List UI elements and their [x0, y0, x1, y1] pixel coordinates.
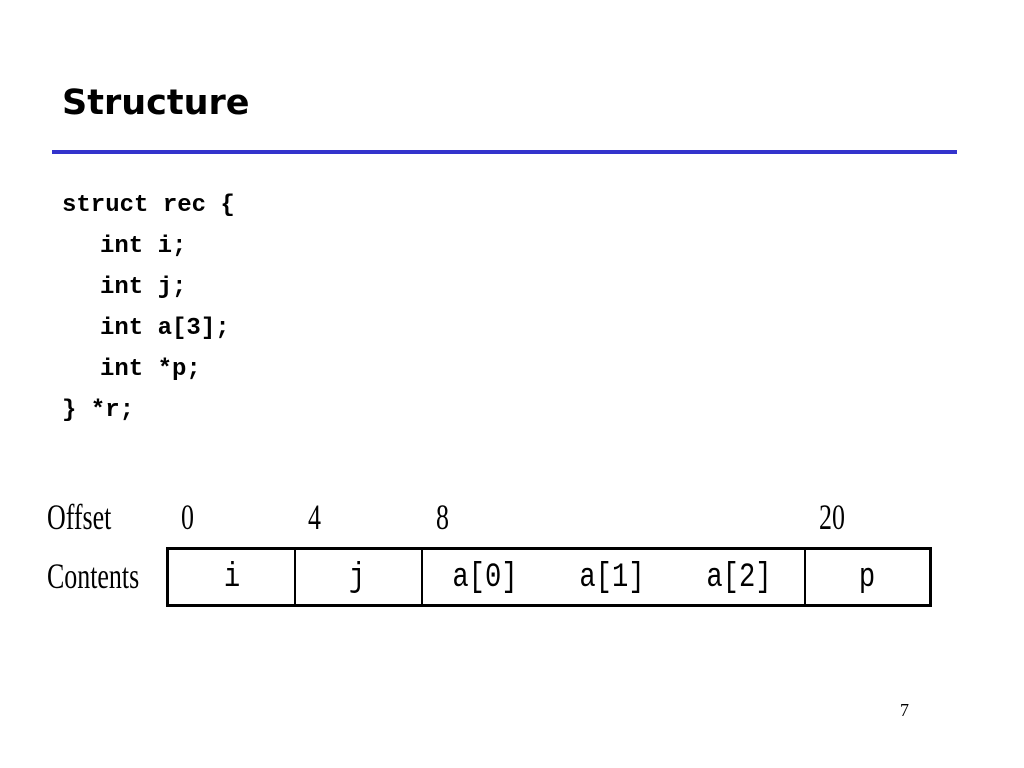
offset-value: 0	[181, 497, 194, 537]
cell-divider	[294, 550, 296, 604]
cell-divider	[421, 550, 423, 604]
cell-p: p	[858, 559, 876, 597]
code-line: int j;	[100, 274, 187, 301]
cell-a2: a[2]	[706, 559, 772, 597]
offset-value: 8	[436, 497, 449, 537]
code-line: int a[3];	[100, 315, 230, 342]
title-rule	[52, 150, 957, 154]
code-line: int *p;	[100, 356, 201, 383]
cell-a0: a[0]	[452, 559, 518, 597]
cell-i: i	[223, 559, 241, 597]
offset-value: 4	[308, 497, 321, 537]
struct-layout-box: i j a[0] a[1] a[2] p	[166, 547, 932, 607]
page-number: 7	[900, 700, 909, 720]
slide-title: Structure	[62, 83, 250, 123]
cell-j: j	[348, 559, 366, 597]
cell-divider	[804, 550, 806, 604]
offset-value: 20	[819, 497, 845, 537]
offset-label: Offset	[47, 497, 112, 537]
code-line: struct rec {	[62, 192, 235, 219]
code-line: } *r;	[62, 397, 135, 424]
code-block: struct rec { int i; int j; int a[3]; int *p;…	[62, 185, 235, 431]
contents-label: Contents	[47, 556, 140, 596]
code-line: int i;	[100, 233, 187, 260]
cell-a1: a[1]	[579, 559, 645, 597]
